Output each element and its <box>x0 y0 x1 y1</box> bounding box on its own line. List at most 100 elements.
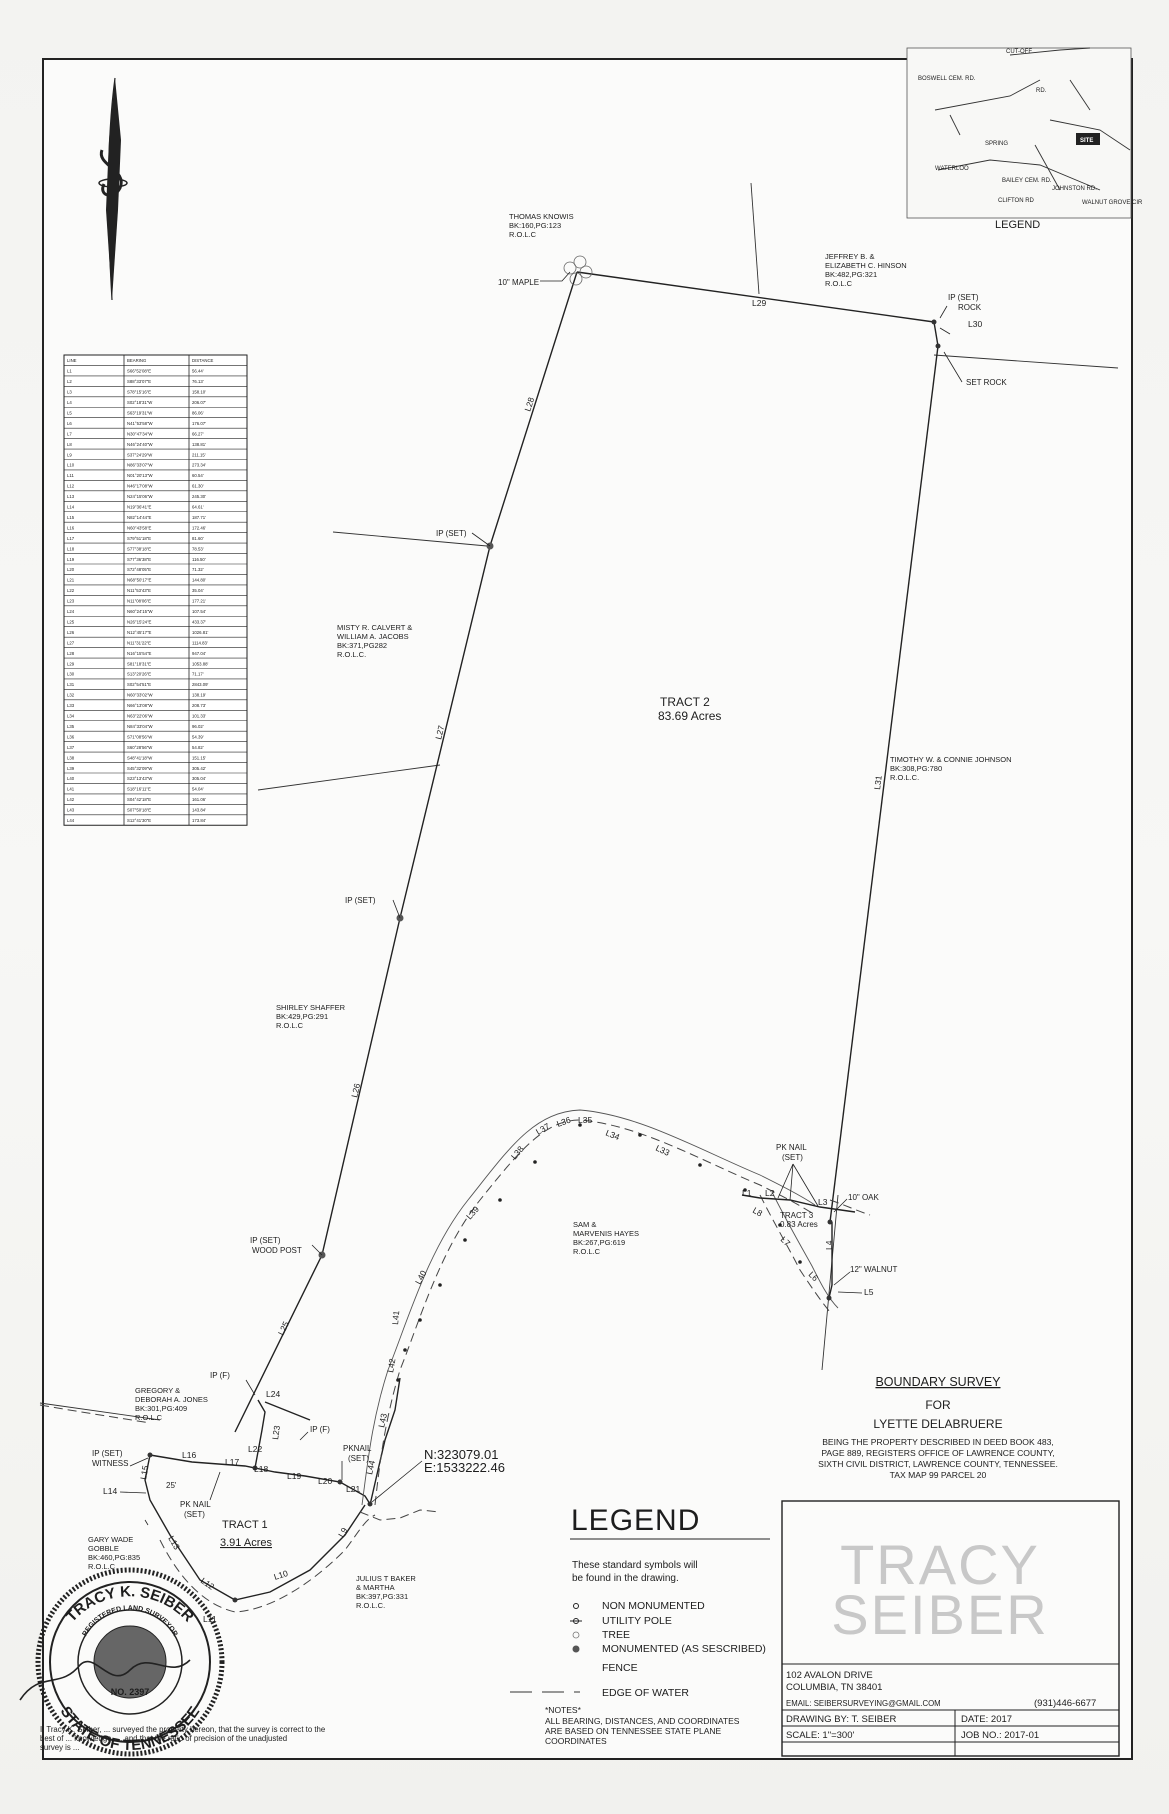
svg-text:BK:482,PG:321: BK:482,PG:321 <box>825 270 877 279</box>
vicinity-road-2: CUT-OFF <box>1006 49 1032 55</box>
legend-subtitle-2: be found in the drawing. <box>572 1573 679 1584</box>
email-text: EMAIL: SEIBERSURVEYING@GMAIL.COM <box>786 1699 941 1708</box>
line-table-cell: 81.60' <box>192 536 204 541</box>
line-table-cell: L27 <box>67 640 75 645</box>
legend-item-fence: FENCE <box>602 1662 638 1674</box>
line-table-cell: L17 <box>67 536 75 541</box>
svg-text:BK:160,PG:123: BK:160,PG:123 <box>509 221 561 230</box>
signature <box>19 1659 191 1701</box>
survey-desc-3: SIXTH CIVIL DISTRICT, LAWRENCE COUNTY, T… <box>818 1459 1058 1469</box>
scale-text: SCALE: 1"=300' <box>786 1730 854 1741</box>
address-line-1: 102 AVALON DRIVE <box>786 1670 873 1681</box>
line-table-cell: 206.07' <box>192 400 206 405</box>
vicinity-road-7: CLIFTON RD <box>998 198 1035 204</box>
svg-text:MARVENIS HAYES: MARVENIS HAYES <box>573 1229 639 1238</box>
vicinity-site-label: SITE <box>1080 138 1093 144</box>
pk-nail-label-2: (SET) <box>782 1153 803 1162</box>
line-table-cell: 107.54' <box>192 609 206 614</box>
line-table-cell: S63°19'31"W <box>127 410 153 415</box>
seal-number: NO. 2397 <box>111 1687 150 1697</box>
ip-witness-label-2: WITNESS <box>92 1459 128 1468</box>
line-table-cell: L42 <box>67 797 75 802</box>
ip-set-label-upper: IP (SET) <box>436 529 467 538</box>
segment-L28: L28 <box>522 396 536 413</box>
leader-lines <box>119 271 963 1526</box>
owner-gobble: GARY WADE GOBBLE BK:460,PG:835 R.O.L.C <box>88 1535 140 1571</box>
line-table-cell: N60°24'15"W <box>127 609 154 614</box>
line-table-cell: N86°33'07"W <box>127 463 154 468</box>
pknail-label-2: (SET) <box>348 1454 369 1463</box>
svg-text:R.O.L.C: R.O.L.C <box>573 1247 601 1256</box>
segment-L29: L29 <box>752 298 766 308</box>
line-table-cell: L40 <box>67 776 75 781</box>
owner-shaffer: SHIRLEY SHAFFER BK:429,PG:291 R.O.L.C <box>276 1003 346 1030</box>
line-table-cell: 211.15' <box>192 452 206 457</box>
line-table-cell: 187.71' <box>192 515 206 520</box>
line-table-cell: L14 <box>67 505 75 510</box>
vicinity-road-1: BOSWELL CEM. RD. <box>918 76 976 82</box>
line-table-cell: 176.07' <box>192 421 206 426</box>
line-table-cell: S37°24'29"W <box>127 452 153 457</box>
ip-set-wood-label-2: WOOD POST <box>252 1246 302 1255</box>
line-table-cell: S88°33'07"E <box>127 379 151 384</box>
svg-text:MISTY R. CALVERT &: MISTY R. CALVERT & <box>337 623 412 632</box>
line-table-cell: N41°53'58"W <box>127 421 154 426</box>
line-table-cell: 86.06' <box>192 410 204 415</box>
survey-client: LYETTE DELABRUERE <box>873 1417 1002 1431</box>
svg-text:TIMOTHY W. & CONNIE JOHNSON: TIMOTHY W. & CONNIE JOHNSON <box>890 755 1012 764</box>
segment-labels: L28 L29 L30 L27 L26 L25 L31 L24 L23 L22 … <box>103 298 982 1624</box>
line-table-cell: L8 <box>67 442 72 447</box>
line-table-cell: N63°22'06"W <box>127 714 154 719</box>
svg-text:THOMAS KNOWIS: THOMAS KNOWIS <box>509 212 574 221</box>
seal-top-text: TRACY K. SEIBER <box>63 1583 197 1625</box>
line-table-cell: LINE <box>67 358 77 363</box>
segment-L7: L7 <box>779 1234 793 1248</box>
line-table-cell: S77°38'18"E <box>127 546 151 551</box>
vicinity-road-8: JOHNSTON RD. <box>1052 186 1097 192</box>
line-table-cell: BEARING <box>127 358 147 363</box>
vicinity-caption: LEGEND <box>995 219 1040 231</box>
line-table-cell: N68°50'17"E <box>127 578 152 583</box>
svg-text:R.O.L.C: R.O.L.C <box>276 1021 304 1030</box>
line-table-cell: N11°53'43"E <box>127 588 151 593</box>
line-table-cell: N01°20'13"W <box>127 473 154 478</box>
segment-L8: L8 <box>751 1205 764 1219</box>
segment-L5: L5 <box>864 1287 874 1297</box>
line-table-cell: L16 <box>67 525 75 530</box>
line-table-cell: 71.32' <box>192 567 204 572</box>
line-table-cell: N11°31'22"E <box>127 640 151 645</box>
survey-desc-4: TAX MAP 99 PARCEL 20 <box>890 1470 987 1480</box>
brand-seiber: SEIBER <box>831 1583 1048 1646</box>
svg-text:WILLIAM A. JACOBS: WILLIAM A. JACOBS <box>337 632 409 641</box>
svg-text:R.O.L.C: R.O.L.C <box>88 1562 116 1571</box>
line-table-cell: S12°41'30"E <box>127 818 151 823</box>
legend-subtitle-1: These standard symbols will <box>572 1560 698 1571</box>
easting-label: E:1533222.46 <box>424 1460 505 1475</box>
segment-L12: L12 <box>199 1575 217 1591</box>
line-table-cell: L32 <box>67 693 75 698</box>
maple-label: 10" MAPLE <box>498 278 539 287</box>
line-table-cell: N12°45'17"E <box>127 630 152 635</box>
svg-text:BK:397,PG:331: BK:397,PG:331 <box>356 1592 408 1601</box>
owner-hayes: SAM & MARVENIS HAYES BK:267,PG:619 R.O.L… <box>573 1220 639 1256</box>
svg-text:R.O.L.C.: R.O.L.C. <box>356 1601 385 1610</box>
svg-text:GARY WADE: GARY WADE <box>88 1535 133 1544</box>
legend-item-tree: TREE <box>602 1629 630 1641</box>
